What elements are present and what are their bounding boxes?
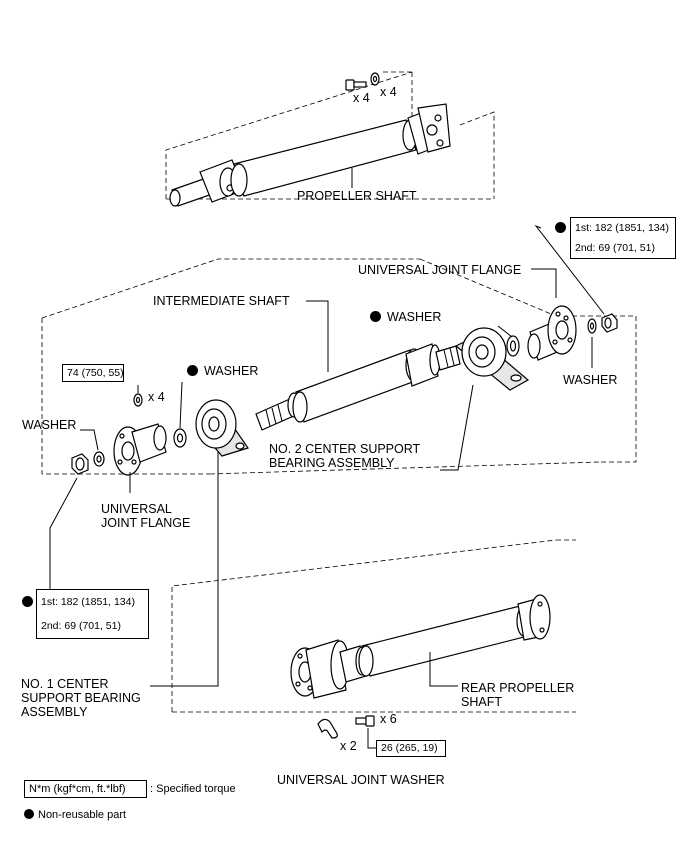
rear-propeller-shaft-drawing — [290, 594, 551, 749]
torque-box-rear-bolt: 26 (265, 19) — [376, 740, 446, 757]
torque-second-step: 2nd: 69 (701, 51) — [575, 242, 655, 254]
rear-propeller-shaft-label-line2: SHAFT — [461, 695, 502, 709]
non-reusable-marker — [187, 365, 198, 376]
rear-washer-qty: x 2 — [340, 739, 357, 753]
torque-first-step: 1st: 182 (1851, 134) — [575, 222, 669, 234]
washer-label-text: WASHER — [387, 310, 442, 324]
no1-center-support-label-line3: ASSEMBLY — [21, 705, 88, 719]
universal-joint-flange-left-line2: JOINT FLANGE — [101, 516, 191, 530]
no1-center-support-drawing — [150, 399, 249, 687]
torque-box-left-low: 1st: 182 (1851, 134) 2nd: 69 (701, 51) — [36, 589, 149, 639]
left-flange-drawing — [49, 381, 187, 594]
non-reusable-marker — [24, 809, 34, 819]
torque-first-step: 1st: 182 (1851, 134) — [41, 596, 135, 608]
no2-center-support-label-line2: BEARING ASSEMBLY — [269, 456, 395, 470]
propeller-shaft-drawing — [165, 71, 495, 207]
intermediate-shaft-drawing — [255, 300, 461, 431]
universal-joint-flange-right-drawing — [527, 224, 618, 368]
torque-box-top-right: 1st: 182 (1851, 134) 2nd: 69 (701, 51) — [570, 217, 676, 259]
non-reusable-marker — [22, 596, 33, 607]
washer-right-nr-label: WASHER — [370, 310, 441, 324]
rear-assembly-frame — [171, 539, 576, 713]
washer-label-text: WASHER — [204, 364, 259, 378]
no2-center-support-drawing — [440, 325, 530, 471]
no2-center-support-label-line1: NO. 2 CENTER SUPPORT — [269, 442, 421, 456]
rear-propeller-shaft-label-line1: REAR PROPELLER — [461, 681, 575, 695]
top-bolt-qty: x 4 — [353, 91, 370, 105]
legend-unit-text: N*m (kgf*cm, ft.*lbf) — [29, 783, 126, 795]
torque-second-step: 2nd: 69 (701, 51) — [41, 620, 121, 632]
universal-joint-flange-left-line1: UNIVERSAL — [101, 502, 172, 516]
legend-unit-box: N*m (kgf*cm, ft.*lbf) — [24, 780, 147, 798]
legend-non-reusable: Non-reusable part — [24, 808, 126, 822]
legend-non-reusable-text: Non-reusable part — [38, 809, 127, 821]
left-nut-qty: x 4 — [148, 390, 165, 404]
universal-joint-flange-label: UNIVERSAL JOINT FLANGE — [358, 263, 522, 277]
no1-center-support-label-line2: SUPPORT BEARING — [21, 691, 141, 705]
torque-value: 26 (265, 19) — [381, 742, 438, 754]
washer-left-nr-label: WASHER — [187, 364, 258, 378]
propeller-shaft-label: PROPELLER SHAFT — [297, 189, 417, 203]
torque-value: 74 (750, 55) — [67, 367, 124, 379]
rear-bolt-qty: x 6 — [380, 712, 397, 726]
washer-right-label: WASHER — [563, 373, 618, 387]
universal-joint-washer-label: UNIVERSAL JOINT WASHER — [277, 773, 445, 787]
no1-center-support-label-line1: NO. 1 CENTER — [21, 677, 109, 691]
non-reusable-marker — [370, 311, 381, 322]
legend-unit-description: : Specified torque — [150, 783, 236, 795]
torque-box-left-nut: 74 (750, 55) — [62, 364, 124, 382]
intermediate-shaft-label: INTERMEDIATE SHAFT — [153, 294, 290, 308]
washer-left-label: WASHER — [22, 418, 77, 432]
top-washer-qty: x 4 — [380, 85, 397, 99]
non-reusable-marker — [555, 222, 566, 233]
